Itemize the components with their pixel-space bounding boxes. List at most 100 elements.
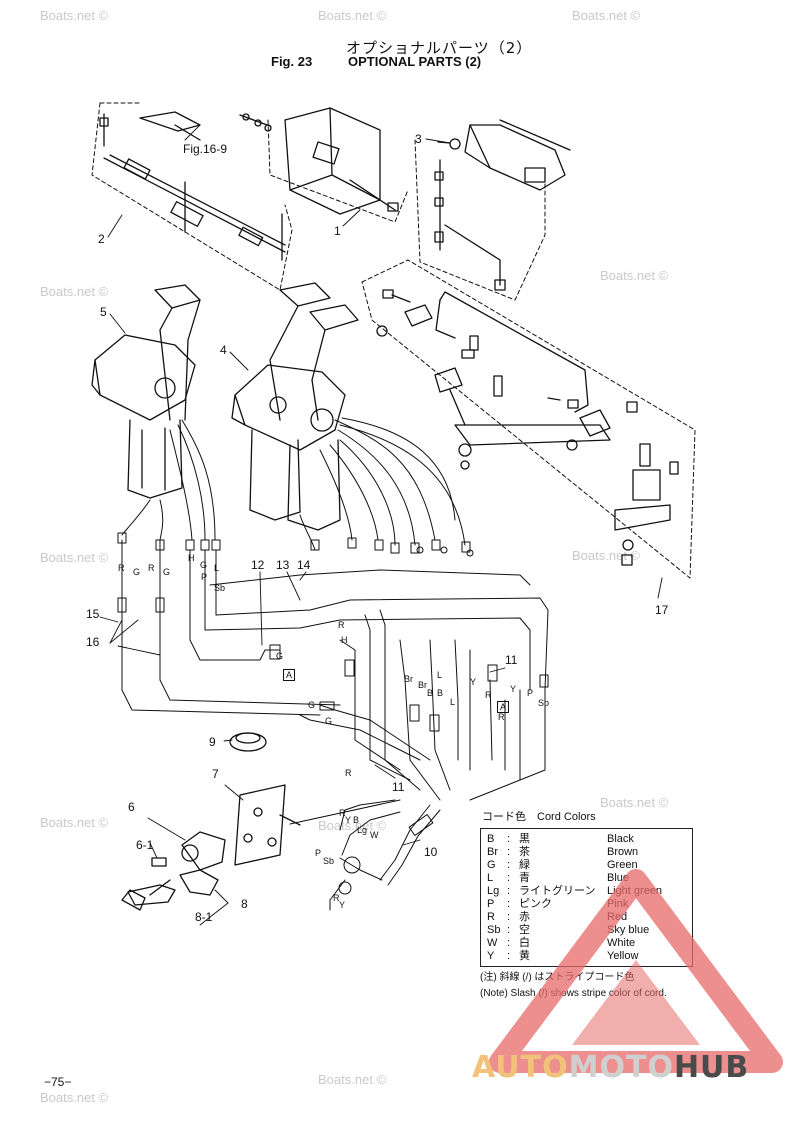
legend-code: Y (487, 950, 495, 962)
group-box-1 (267, 119, 409, 223)
callout-number: 11 (505, 653, 518, 667)
cable-assembly-2 (99, 111, 286, 261)
remote-control-4 (231, 282, 359, 531)
wire-label: R (498, 712, 505, 722)
legend-en: Blue (607, 872, 630, 884)
legend-jp: 空 (519, 924, 530, 936)
grommet-9 (229, 732, 267, 752)
wire-label: B (437, 688, 444, 698)
wire-label: H (341, 635, 348, 645)
wire-label: R (333, 893, 340, 903)
legend-code: P (487, 898, 495, 910)
harness-wires-5 (117, 419, 221, 691)
wire-label: R (485, 690, 492, 700)
watermark: Boats.net © (600, 795, 669, 810)
legend-en: Black (607, 833, 634, 845)
remote-control-5 (91, 284, 201, 499)
automotohub-logo: AUTOMOTOHUB (472, 1050, 749, 1085)
watermark: Boats.net © (318, 8, 387, 23)
legend-en: Sky blue (607, 924, 650, 936)
legend-jp: 黒 (519, 833, 530, 845)
wire-label: L (214, 563, 220, 573)
harness-wires-4 (299, 417, 474, 557)
leader-lines (99, 124, 663, 926)
legend-separator: : (507, 833, 511, 845)
watermark: Boats.net © (40, 1090, 109, 1105)
wire-label: Br (404, 674, 413, 684)
wire-label: P (201, 572, 208, 582)
logo-part-moto: MOTO (568, 1050, 674, 1085)
switch-panel-7 (234, 784, 301, 866)
wire-label: G (200, 560, 208, 570)
callout-number: 4 (220, 343, 227, 357)
callout-number: 5 (100, 305, 107, 319)
legend-code: W (487, 937, 498, 949)
wire-label: Sb (538, 698, 550, 708)
logo-part-auto: AUTO (472, 1050, 569, 1085)
callout-number: 14 (297, 558, 311, 572)
wire-label: Y (510, 684, 517, 694)
legend-en: Pink (607, 898, 629, 910)
watermark: Boats.net © (40, 284, 109, 299)
legend-separator: : (507, 859, 511, 871)
callout-number: 8 (241, 897, 248, 911)
wire-label: H (188, 553, 195, 563)
wire-label: G (308, 700, 316, 710)
legend-en: White (607, 937, 636, 949)
unit-1 (239, 107, 399, 215)
callout-number: 3 (415, 132, 422, 146)
legend-jp: 白 (519, 937, 530, 949)
legend-separator: : (507, 937, 511, 949)
watermark: Boats.net © (572, 548, 641, 563)
group-box-3 (414, 139, 546, 301)
legend-separator: : (507, 924, 511, 936)
legend-jp: ライトグリーン (519, 885, 596, 897)
wire-label: Y (339, 900, 346, 910)
legend-en: Light green (607, 885, 663, 897)
key-fob (121, 889, 146, 911)
key-switch-6 (151, 831, 226, 871)
watermark: Boats.net © (40, 815, 109, 830)
watermark: Boats.net © (40, 8, 109, 23)
legend-row: P: ピンク Pink (487, 898, 688, 911)
page-title: OPTIONAL PARTS (2) (348, 54, 482, 69)
callout-number: 17 (655, 603, 669, 617)
callout-number: 6-1 (136, 838, 154, 852)
callout-number: 2 (98, 232, 105, 246)
harness-10 (289, 799, 441, 911)
legend-heading: コード色 Cord Colors (482, 811, 596, 823)
legend-code: G (487, 859, 496, 871)
wire-label: Y (470, 677, 477, 687)
wire-label: G (276, 651, 284, 661)
wire-label: Y (345, 815, 352, 825)
wire-label: G (325, 716, 333, 726)
callout-number: 9 (209, 735, 216, 749)
unit-3 (434, 119, 571, 291)
legend-separator: : (507, 898, 511, 910)
legend-row: W: 白 White (487, 937, 688, 950)
legend-code: R (487, 911, 495, 923)
legend-jp: ピンク (519, 898, 552, 910)
wire-label: Sb (323, 856, 335, 866)
legend-separator: : (507, 846, 511, 858)
wire-label: R (338, 620, 345, 630)
callout-number: 12 (251, 558, 265, 572)
wire-label: B (427, 688, 434, 698)
wire-label: R (148, 563, 155, 573)
legend-separator: : (507, 911, 511, 923)
key-8 (127, 869, 219, 906)
title-japanese: オプショナルパーツ（2） (346, 39, 533, 57)
callout-number: 1 (334, 224, 341, 238)
wire-label: Br (418, 680, 427, 690)
wire-label: P (527, 688, 534, 698)
legend-jp: 茶 (519, 846, 530, 858)
